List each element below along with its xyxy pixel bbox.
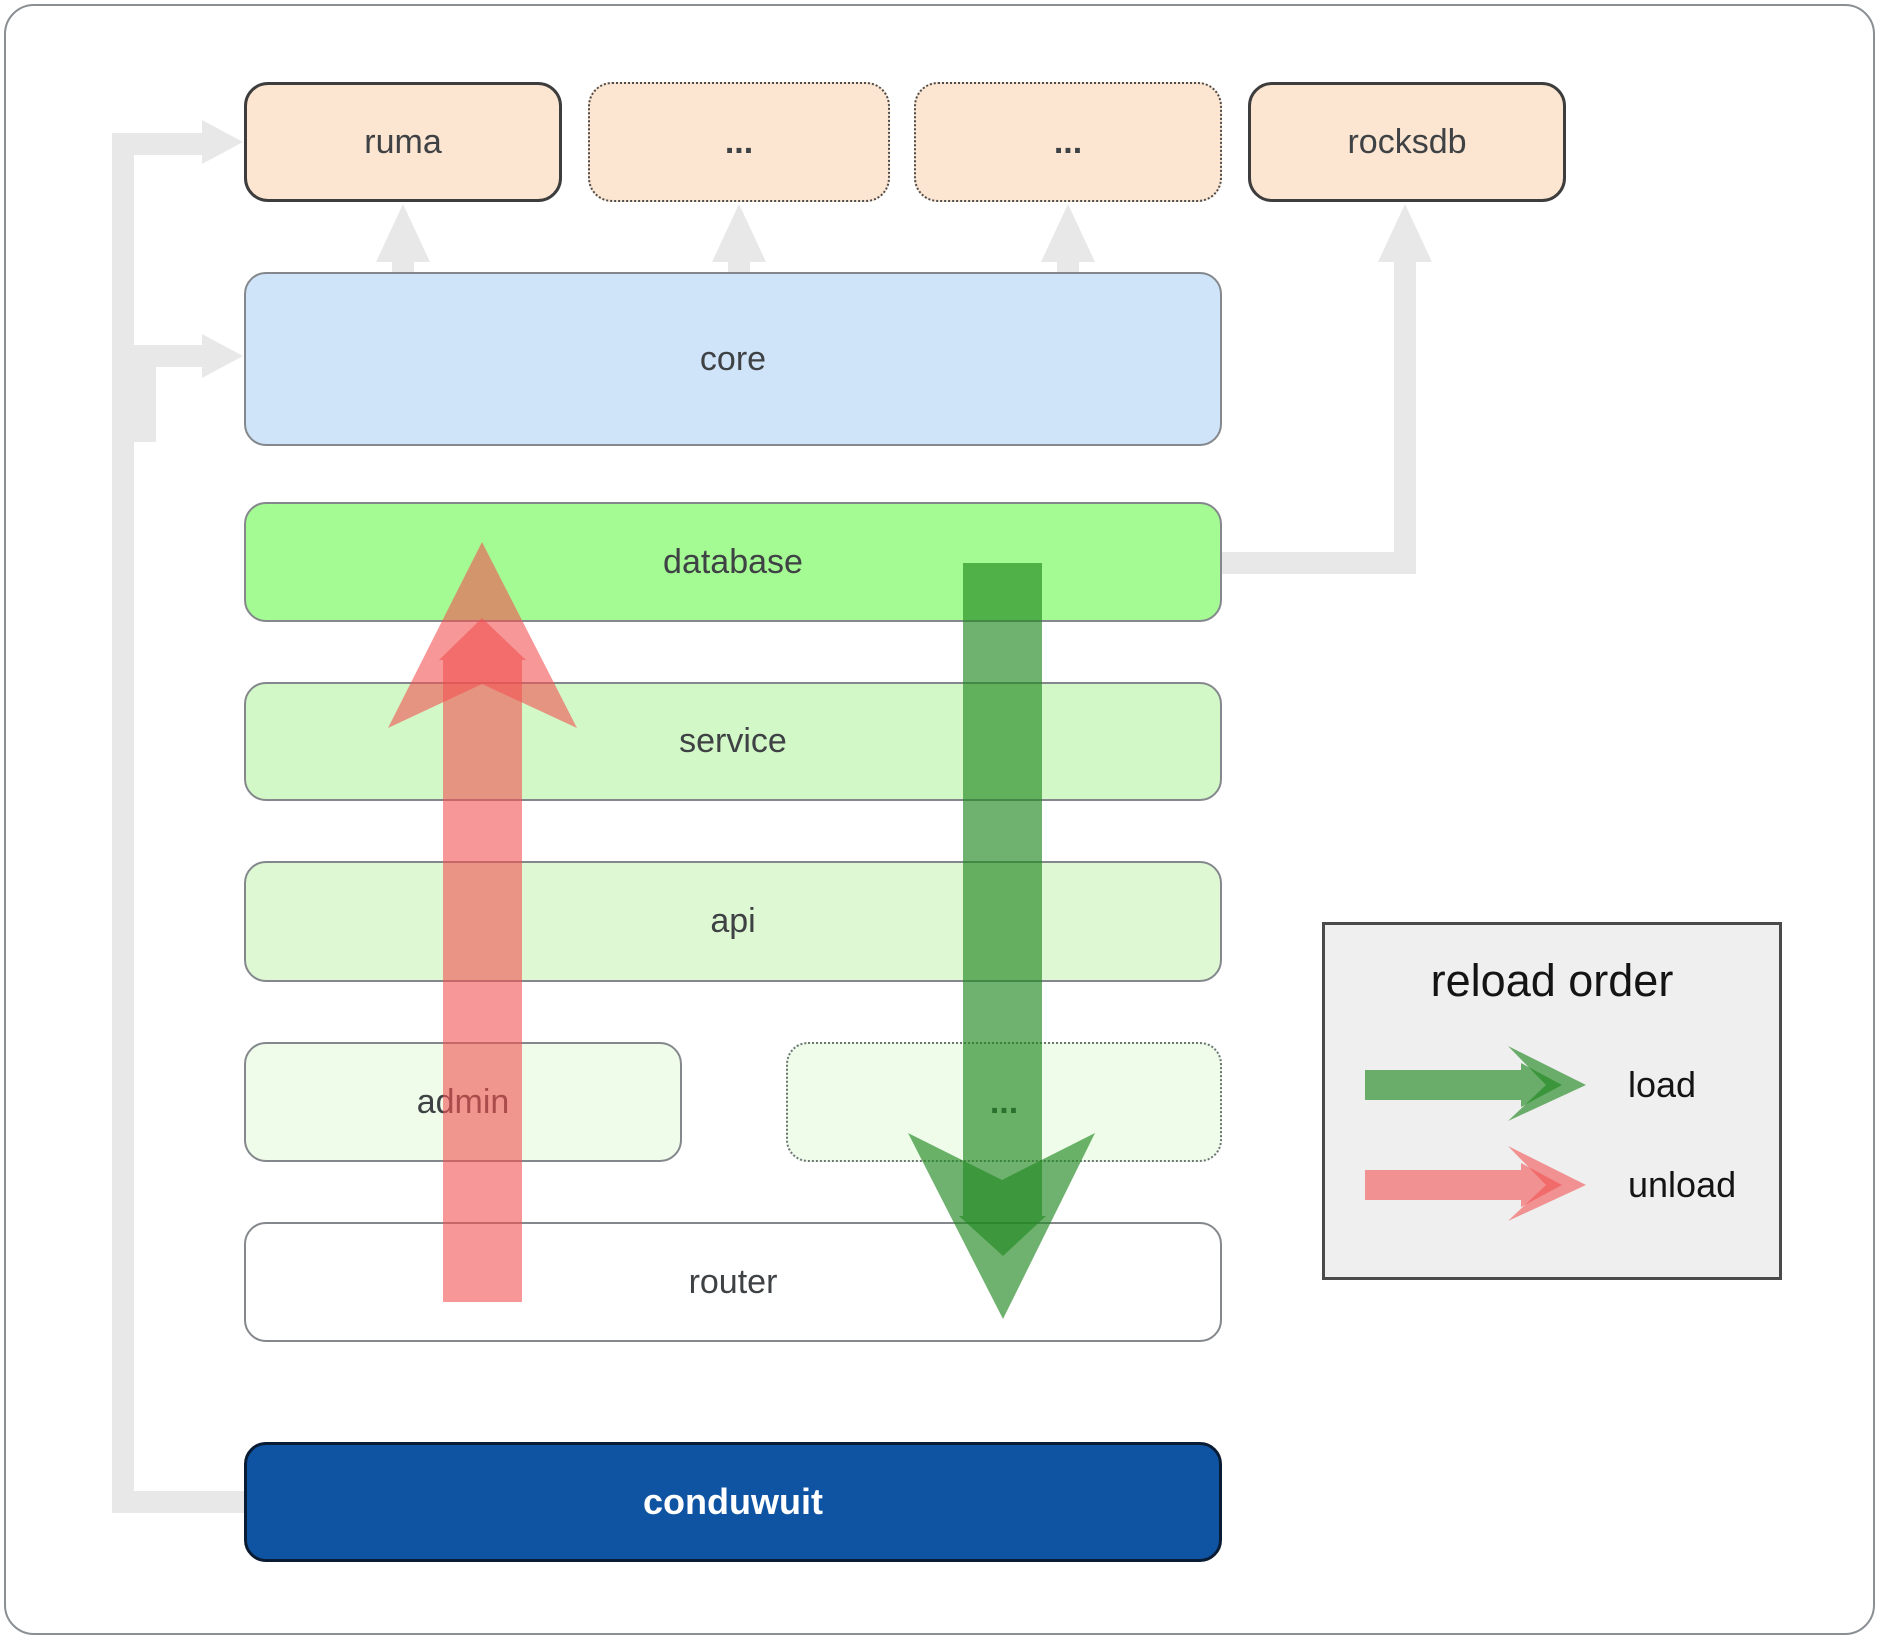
- legend-title: reload order: [1430, 955, 1674, 1006]
- node-ellipsis-top-1: ...: [588, 82, 890, 202]
- legend-load-arrow-shaft: [1365, 1063, 1562, 1107]
- load-arrow-shaft: [959, 563, 1046, 1256]
- unload-arrow-shaft: [439, 618, 526, 1302]
- legend-item-load: load: [1628, 1064, 1697, 1105]
- connector-core-branch-vertical: [134, 345, 156, 442]
- node-ellipsis-top-2-label: ...: [1053, 122, 1083, 161]
- node-ellipsis-top-1-label: ...: [724, 122, 754, 161]
- arrowhead-into-core-icon: [202, 334, 243, 378]
- arrowhead-into-rocksdb-icon: [1378, 204, 1432, 262]
- arrowhead-core-to-ruma-icon: [376, 204, 430, 262]
- connector-core-branch-horizontal: [134, 345, 204, 367]
- connector-left-vertical: [112, 133, 134, 1513]
- connector-conduwuit-horizontal: [112, 1491, 246, 1513]
- legend-load-arrowhead-icon: [1508, 1046, 1586, 1121]
- legend-unload-arrowhead-icon: [1508, 1146, 1586, 1221]
- node-conduwuit: conduwuit: [244, 1442, 1222, 1562]
- node-router: router: [244, 1222, 1222, 1342]
- outer-frame: [4, 4, 1875, 1635]
- node-api-label: api: [710, 902, 756, 940]
- load-arrowhead-icon: [908, 1133, 1095, 1319]
- connector-database-rocksdb-horizontal: [1222, 552, 1416, 574]
- legend-item-unload: unload: [1628, 1164, 1737, 1205]
- legend: reload order load unload: [1322, 922, 1782, 1280]
- node-conduwuit-label: conduwuit: [643, 1481, 823, 1522]
- node-core: core: [244, 272, 1222, 446]
- node-database-label: database: [663, 542, 803, 581]
- node-rocksdb-label: rocksdb: [1347, 122, 1467, 161]
- node-database: database: [244, 502, 1222, 622]
- unload-arrowhead-icon: [388, 542, 577, 728]
- node-router-label: router: [688, 1262, 778, 1301]
- node-ruma: ruma: [244, 82, 562, 202]
- node-core-label: core: [699, 339, 767, 378]
- node-ellipsis-top-2: ...: [914, 82, 1222, 202]
- legend-unload-arrow-shaft: [1365, 1163, 1562, 1207]
- legend-arrows: [1365, 1046, 1586, 1221]
- connector-ruma-horizontal: [112, 133, 204, 155]
- arrowhead-into-ruma-icon: [202, 120, 243, 164]
- arrowhead-core-to-ellipsis2-icon: [1041, 204, 1095, 262]
- node-rocksdb: rocksdb: [1248, 82, 1566, 202]
- arrowhead-core-to-ellipsis1-icon: [712, 204, 766, 262]
- node-service-label: service: [679, 722, 787, 760]
- node-ruma-label: ruma: [364, 122, 442, 161]
- node-api: api: [244, 861, 1222, 982]
- connector-database-rocksdb-vertical: [1394, 258, 1416, 574]
